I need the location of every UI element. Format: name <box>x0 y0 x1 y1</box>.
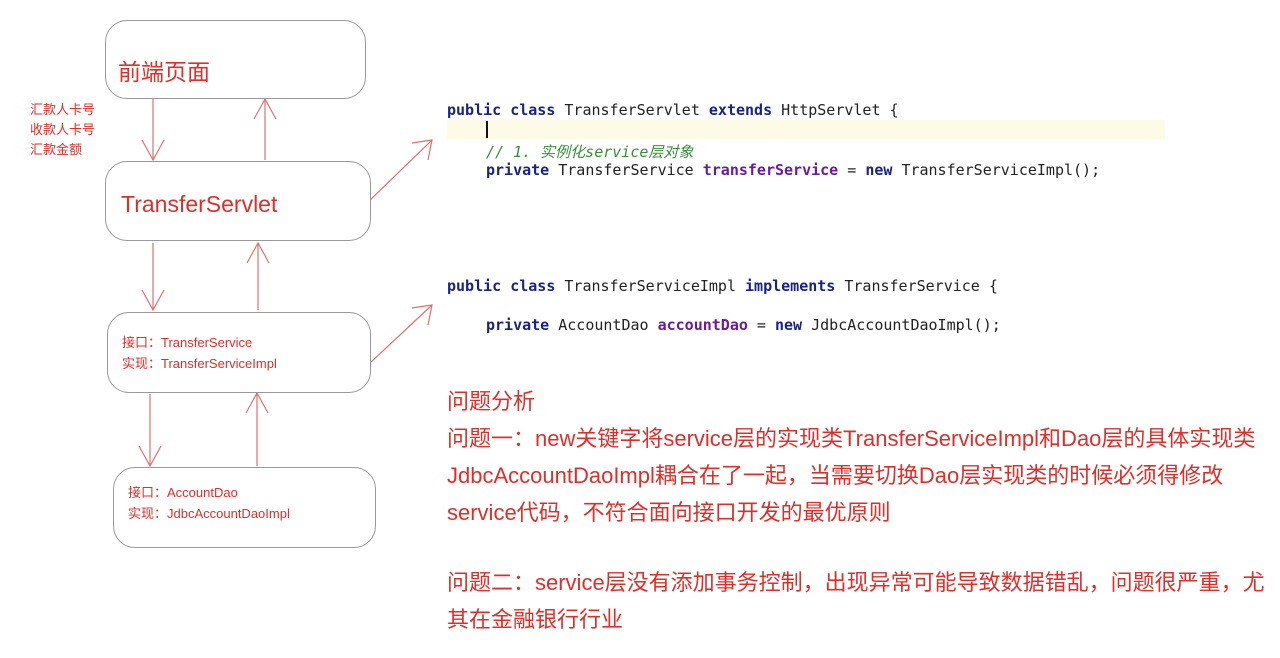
param-payee-card: 收款人卡号 <box>30 122 96 137</box>
analysis-title: 问题分析 <box>447 389 536 414</box>
service-field-decl: private AccountDao accountDao = new Jdbc… <box>486 316 1001 334</box>
servlet-field-decl: private TransferService transferService … <box>486 161 1101 179</box>
frontend-box: 前端页面 <box>105 20 366 99</box>
service-impl: 实现：TransferServiceImpl <box>122 356 277 371</box>
arrow-up-2 <box>246 241 270 310</box>
param-amount: 汇款金额 <box>30 142 83 157</box>
pointer-servlet-code <box>364 139 433 206</box>
dao-box: 接口：AccountDao 实现：JdbcAccountDaoImpl <box>113 467 376 548</box>
service-interface: 接口：TransferService <box>122 335 253 350</box>
servlet-comment: // 1. 实例化service层对象 <box>486 143 694 161</box>
current-line-highlight <box>447 120 1165 139</box>
params-label: 汇款人卡号 收款人卡号 汇款金额 <box>30 100 95 160</box>
problem-one: 问题一：new关键字将service层的实现类TransferServiceIm… <box>447 426 1256 525</box>
problem-two: 问题二：service层没有添加事务控制，出现异常可能导致数据错乱，问题很严重，… <box>447 570 1265 632</box>
dao-interface: 接口：AccountDao <box>128 485 238 500</box>
text-caret <box>486 121 488 138</box>
problem-analysis: 问题分析 问题一：new关键字将service层的实现类TransferServ… <box>447 383 1267 638</box>
arrow-down-1 <box>141 99 165 162</box>
dao-impl: 实现：JdbcAccountDaoImpl <box>128 506 290 521</box>
service-class-decl: public class TransferServiceImpl impleme… <box>447 277 998 295</box>
frontend-label: 前端页面 <box>118 59 210 85</box>
param-payer-card: 汇款人卡号 <box>30 102 96 117</box>
arrow-up-1 <box>253 97 277 160</box>
arrow-down-3 <box>138 394 162 468</box>
servlet-box: TransferServlet <box>105 161 371 241</box>
service-box: 接口：TransferService 实现：TransferServiceImp… <box>107 312 371 393</box>
servlet-label: TransferServlet <box>121 191 278 217</box>
pointer-service-code <box>370 304 433 363</box>
arrow-up-3 <box>245 391 269 466</box>
servlet-class-decl: public class TransferServlet extends Htt… <box>447 101 899 119</box>
arrow-down-2 <box>141 243 165 312</box>
